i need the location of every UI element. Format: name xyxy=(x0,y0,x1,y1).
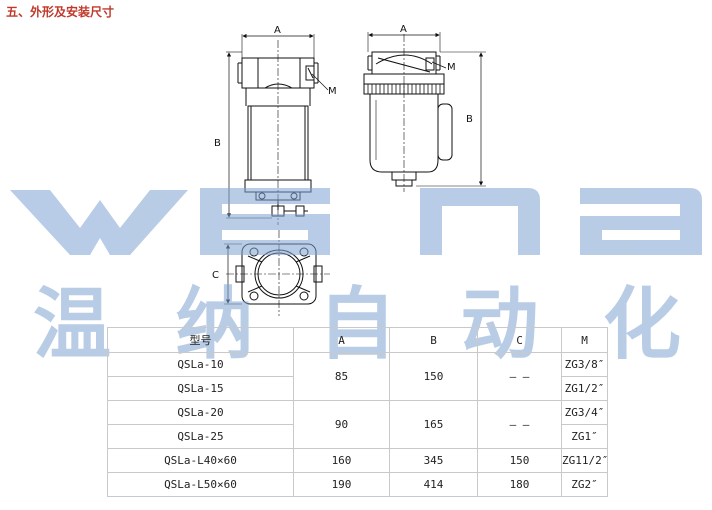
cell-m: ZG3/4″ xyxy=(561,400,608,425)
cell-b: 150 xyxy=(389,352,478,401)
dim-label-c: C xyxy=(212,270,219,281)
cell-model: QSLa-L50×60 xyxy=(107,472,294,497)
table-row: QSLa-L50×60 190 414 180 ZG2″ xyxy=(107,472,608,497)
table-row: QSLa-L40×60 160 345 150 ZG11/2″ xyxy=(107,448,608,473)
dim-label-m-side: M xyxy=(447,62,456,73)
header-m: M xyxy=(561,327,608,353)
header-b: B xyxy=(389,327,478,353)
cell-a: 160 xyxy=(293,448,390,473)
table-row: QSLa-15 ZG1/2″ xyxy=(107,376,608,401)
cell-m: ZG1/2″ xyxy=(561,376,608,401)
header-model: 型号 xyxy=(107,327,294,353)
dim-label-m-front: M xyxy=(328,86,337,97)
cell-b: 414 xyxy=(389,472,478,497)
spec-table: 型号 A B C M QSLa-10 85 150 — — ZG3/8″ QSL… xyxy=(107,327,608,497)
cell-m: ZG2″ xyxy=(561,472,608,497)
cell-model: QSLa-L40×60 xyxy=(107,448,294,473)
cell-model: QSLa-10 xyxy=(107,352,294,377)
cell-a: 90 xyxy=(293,400,390,449)
cell-model: QSLa-15 xyxy=(107,376,294,401)
cell-c: — — xyxy=(477,352,562,401)
dim-label-a-front: A xyxy=(274,25,281,36)
cell-c: 180 xyxy=(477,472,562,497)
table-row: QSLa-10 85 150 — — ZG3/8″ xyxy=(107,352,608,401)
table-row: QSLa-20 90 165 — — ZG3/4″ xyxy=(107,400,608,449)
cell-c: 150 xyxy=(477,448,562,473)
table-header-row: 型号 A B C M xyxy=(107,327,608,353)
dim-label-b-side: B xyxy=(466,114,473,125)
watermark-logo-letters xyxy=(10,188,702,255)
header-a: A xyxy=(293,327,390,353)
header-c: C xyxy=(477,327,562,353)
cell-model: QSLa-20 xyxy=(107,400,294,425)
section-title: 五、外形及安装尺寸 xyxy=(6,5,115,19)
cell-c: — — xyxy=(477,400,562,449)
cell-b: 165 xyxy=(389,400,478,449)
dim-label-a-side: A xyxy=(400,24,407,35)
dim-label-b-front: B xyxy=(214,138,221,149)
cell-a: 190 xyxy=(293,472,390,497)
cell-model: QSLa-25 xyxy=(107,424,294,449)
side-view-right xyxy=(363,32,486,192)
cell-b: 345 xyxy=(389,448,478,473)
cell-a: 85 xyxy=(293,352,390,401)
cell-m: ZG3/8″ xyxy=(561,352,608,377)
cell-m: ZG11/2″ xyxy=(561,448,608,473)
cell-m: ZG1″ xyxy=(561,424,608,449)
